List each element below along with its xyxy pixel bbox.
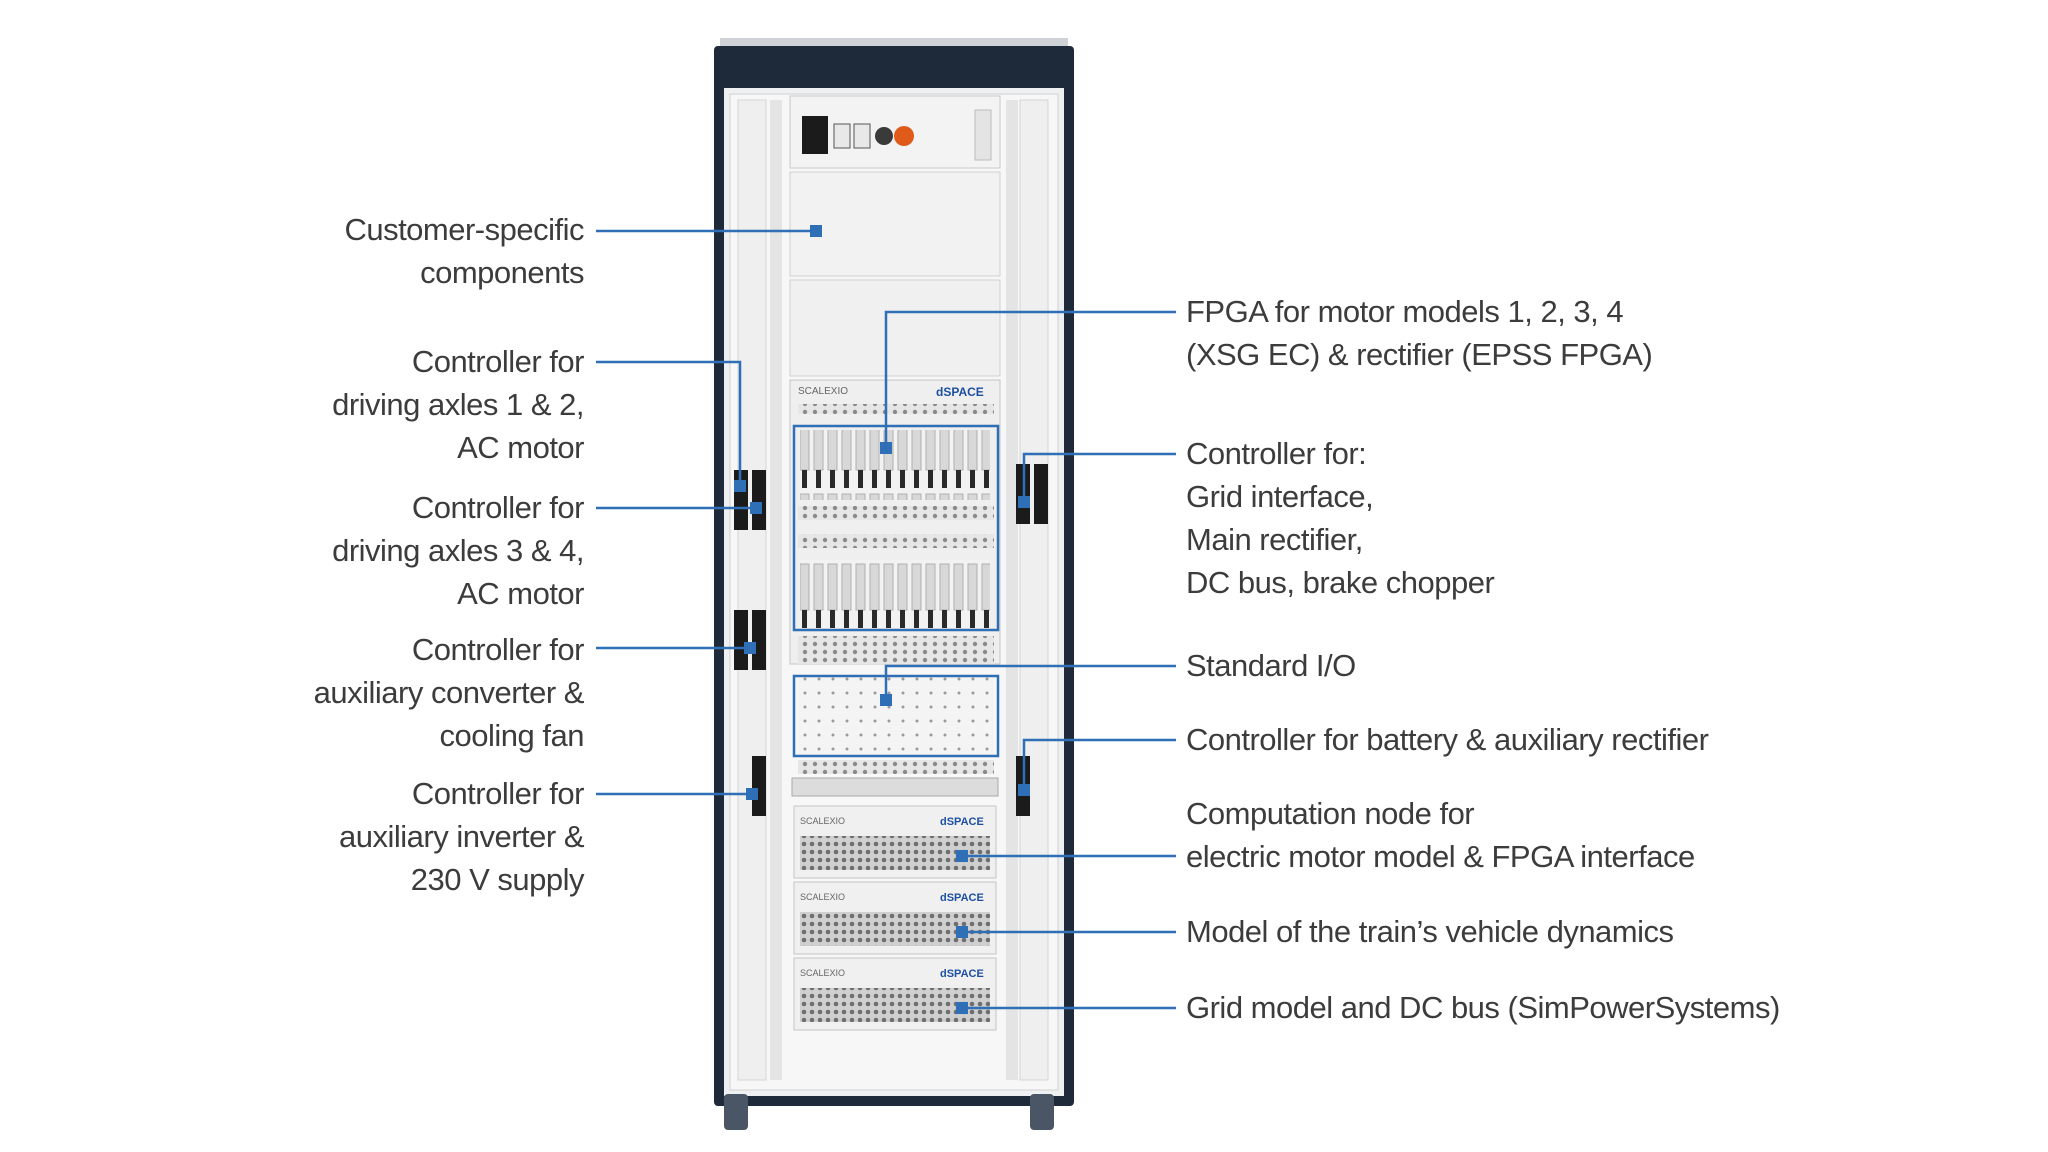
svg-text:SCALEXIO: SCALEXIO (800, 892, 845, 902)
label-controller-axles-1-2: Controller for driving axles 1 & 2, AC m… (332, 344, 584, 465)
label-vehicle-dynamics: Model of the train’s vehicle dynamics (1186, 914, 1674, 949)
highlight-boxes (792, 424, 1000, 758)
leader-lines (596, 229, 1176, 1010)
scalexio-label: SCALEXIO (798, 386, 848, 397)
label-controller-battery: Controller for battery & auxiliary recti… (1186, 722, 1709, 757)
leader-stdio (884, 664, 1176, 700)
label-computation-node: Computation node for electric motor mode… (1186, 796, 1695, 874)
computation-node-3: SCALEXIO dSPACE (793, 957, 997, 1031)
side-rails (737, 99, 1049, 1081)
top-control-panel (789, 95, 1001, 169)
dspace-logo: dSPACE (936, 385, 984, 399)
customer-panel (789, 171, 1001, 377)
computation-node-1: SCALEXIO dSPACE (793, 805, 997, 879)
label-controller-aux-inverter: Controller for auxiliary inverter & 230 … (339, 776, 584, 897)
svg-text:dSPACE: dSPACE (940, 892, 984, 904)
standard-io-panel (791, 676, 999, 797)
label-fpga-motor-models: FPGA for motor models 1, 2, 3, 4 (XSG EC… (1186, 294, 1653, 372)
svg-text:SCALEXIO: SCALEXIO (800, 968, 845, 978)
svg-text:SCALEXIO: SCALEXIO (800, 816, 845, 826)
label-controller-aux-converter: Controller for auxiliary converter & coo… (313, 632, 585, 753)
leader-battery (1022, 738, 1176, 788)
leader-axles12 (596, 360, 742, 484)
computation-node-2: SCALEXIO dSPACE (793, 881, 997, 955)
label-standard-io: Standard I/O (1186, 648, 1356, 683)
casters (724, 1094, 1054, 1130)
label-grid-model: Grid model and DC bus (SimPowerSystems) (1186, 990, 1780, 1025)
leader-markers (734, 225, 1030, 1014)
leader-fpga (884, 310, 1176, 448)
scalexio-fpga-unit: SCALEXIO dSPACE (789, 379, 1001, 665)
leader-grid (1022, 452, 1176, 500)
label-controller-grid: Controller for: Grid interface, Main rec… (1186, 436, 1495, 600)
svg-text:dSPACE: dSPACE (940, 968, 984, 980)
label-controller-axles-3-4: Controller for driving axles 3 & 4, AC m… (332, 490, 584, 611)
label-customer-specific: Customer-specific components (344, 212, 584, 290)
svg-text:dSPACE: dSPACE (940, 816, 984, 828)
